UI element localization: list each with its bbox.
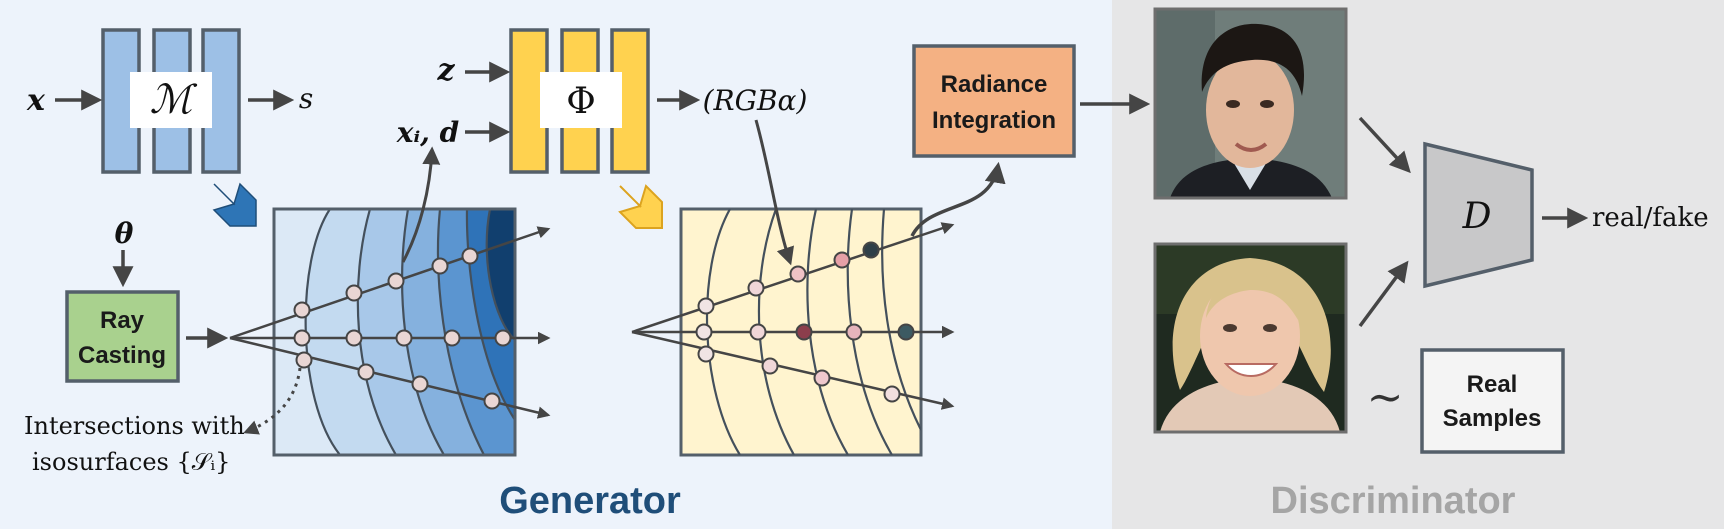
mapping-down-arrow-icon <box>212 182 257 227</box>
input-z-label: z <box>436 53 455 88</box>
real-samples-label-line2: Samples <box>1443 405 1542 432</box>
points-to-integration-arrow <box>910 161 1006 237</box>
camera-theta-label: θ <box>115 217 134 250</box>
real-samples-label-line1: Real <box>1467 371 1518 398</box>
mapping-network: ℳ <box>101 28 241 174</box>
generator-title: Generator <box>499 480 681 522</box>
radiance-panel <box>631 207 955 457</box>
input-x-label: x <box>26 83 46 118</box>
intersections-label-line2: isosurfaces {𝒮ᵢ} <box>32 448 230 476</box>
radiance-network-phi: Φ <box>509 28 650 174</box>
radiance-integration-box: Radiance Integration <box>912 44 1076 158</box>
real-to-d-arrow <box>1358 260 1409 328</box>
generated-to-d-arrow <box>1358 116 1411 174</box>
discriminator-network: D <box>1423 141 1534 289</box>
real-face-image <box>1153 242 1348 434</box>
ray-casting-box: Ray Casting <box>65 290 180 383</box>
mapping-symbol: ℳ <box>150 77 198 123</box>
generated-face-image <box>1153 7 1348 200</box>
rgba-to-points-arrow <box>754 119 794 266</box>
input-xi-d-label: xᵢ, d <box>396 116 459 149</box>
sampling-tilde: ∼ <box>1367 372 1404 423</box>
real-samples-box: Real Samples <box>1420 348 1565 454</box>
discriminator-output-label: real/fake <box>1592 203 1709 233</box>
discriminator-symbol: D <box>1462 196 1492 237</box>
phi-symbol: Φ <box>566 81 596 122</box>
intersections-dotted-arrow <box>243 367 302 435</box>
ray-casting-label-line1: Ray <box>100 307 145 334</box>
intersections-label-line1: Intersections with <box>24 412 245 440</box>
points-to-xi-arrow <box>401 146 441 263</box>
mapping-output-s-label: s <box>299 82 313 115</box>
discriminator-title: Discriminator <box>1271 480 1516 522</box>
ray-casting-label-line2: Casting <box>78 342 166 369</box>
isosurface-panel <box>229 207 551 457</box>
phi-output-rgba-label: (RGBα) <box>703 84 808 117</box>
phi-down-arrow-icon <box>618 184 663 229</box>
radiance-label-line2: Integration <box>932 107 1056 134</box>
radiance-label-line1: Radiance <box>941 71 1048 98</box>
